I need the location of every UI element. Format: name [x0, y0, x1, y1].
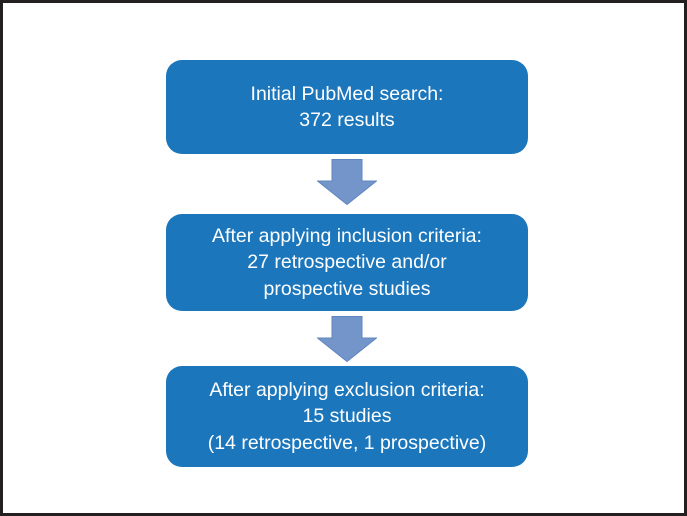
down-arrow-shape	[317, 316, 377, 362]
box-text-line: prospective studies	[263, 277, 431, 300]
down-arrow-shape	[317, 159, 377, 205]
box-text-line: (14 retrospective, 1 prospective)	[207, 431, 487, 454]
flow-box-initial-search: Initial PubMed search: 372 results	[166, 60, 528, 154]
box-text-line: After applying exclusion criteria:	[209, 379, 485, 402]
flow-box-inclusion-criteria: After applying inclusion criteria: 27 re…	[166, 214, 528, 311]
box-text-line: 372 results	[299, 109, 395, 131]
down-arrow-icon	[317, 159, 377, 205]
box-text-line: Initial PubMed search:	[250, 82, 444, 105]
box-text-line: 27 retrospective and/or	[247, 251, 447, 274]
down-arrow-icon	[317, 316, 377, 362]
box-text-line: 15 studies	[302, 405, 392, 428]
flow-box-exclusion-criteria: After applying exclusion criteria: 15 st…	[166, 366, 528, 467]
box-text-line: After applying inclusion criteria:	[212, 225, 482, 248]
